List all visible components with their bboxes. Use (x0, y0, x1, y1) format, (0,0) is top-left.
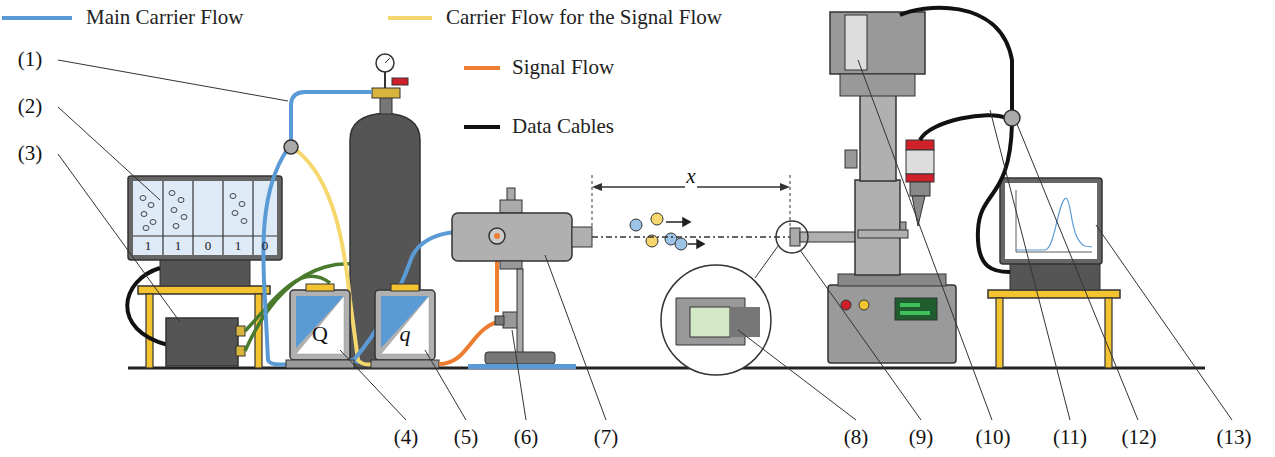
flow-symbol: Q (311, 322, 329, 346)
legend-swatch (2, 16, 72, 20)
legend-swatch (464, 125, 500, 129)
callout-number: (9) (908, 426, 935, 449)
legend-text: Main Carrier Flow (86, 6, 243, 29)
legend-text: Data Cables (512, 115, 614, 138)
legend-swatch (388, 16, 432, 20)
table-cell: 1 (174, 239, 183, 253)
callout-number: (7) (593, 426, 620, 449)
callout-number: (13) (1216, 426, 1253, 449)
callout-number: (12) (1121, 426, 1158, 449)
table-cell: 1 (144, 239, 153, 253)
legend-text: Signal Flow (512, 56, 614, 79)
callout-number: (10) (975, 426, 1012, 449)
table-cell: 0 (261, 239, 270, 253)
callout-number: (6) (513, 426, 540, 449)
table-cell: 1 (234, 239, 243, 253)
callout-number: (11) (1052, 426, 1088, 449)
flow-symbol: q (399, 322, 412, 346)
dimension-label: x (685, 165, 696, 188)
table-cell: 0 (204, 239, 213, 253)
callout-number: (3) (17, 142, 44, 165)
callout-number: (5) (453, 426, 480, 449)
callout-number: (2) (17, 95, 44, 118)
callout-number: (8) (843, 426, 870, 449)
legend-swatch (464, 66, 500, 70)
legend-text: Carrier Flow for the Signal Flow (446, 6, 722, 29)
callout-number: (1) (17, 48, 44, 71)
callout-number: (4) (393, 426, 420, 449)
